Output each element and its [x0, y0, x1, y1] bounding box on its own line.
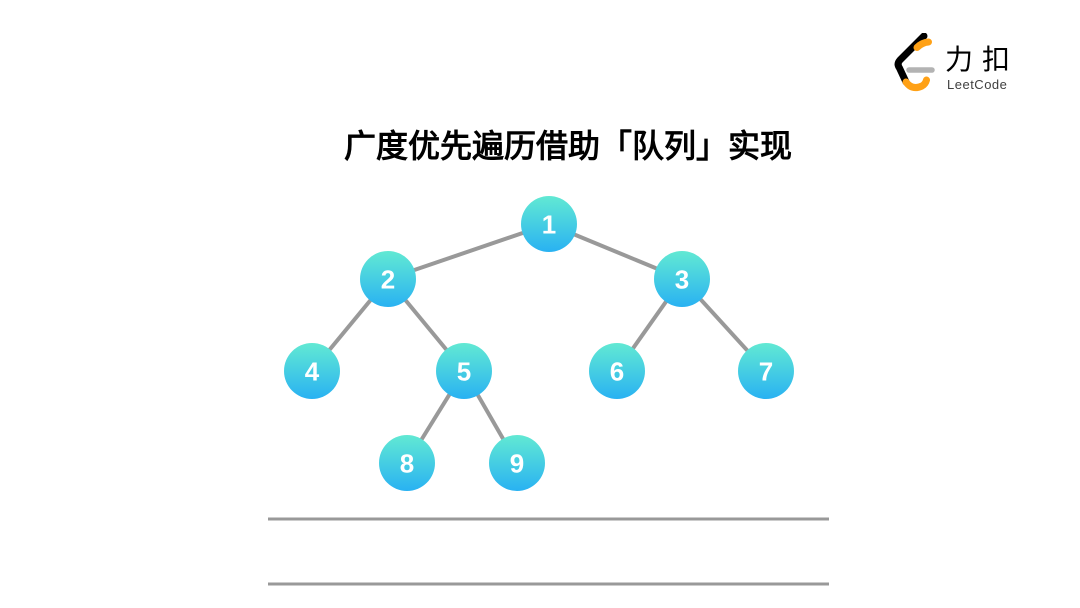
- tree-node-4: [284, 343, 340, 399]
- leetcode-logo: 力扣 LeetCode: [892, 33, 1062, 95]
- brand-name-english: LeetCode: [947, 77, 1008, 92]
- tree-node-label-2: 2: [381, 264, 395, 294]
- tree-node-label-6: 6: [610, 356, 624, 386]
- tree-node-9: [489, 435, 545, 491]
- tree-node-label-3: 3: [675, 264, 689, 294]
- brand-name-chinese: 力扣: [945, 44, 1020, 75]
- tree-node-label-7: 7: [759, 356, 773, 386]
- tree-node-5: [436, 343, 492, 399]
- slide-title: 广度优先遍历借助「队列」实现: [343, 128, 793, 164]
- tree-node-label-8: 8: [400, 448, 414, 478]
- tree-node-8: [379, 435, 435, 491]
- tree-node-3: [654, 251, 710, 307]
- tree-node-2: [360, 251, 416, 307]
- logo-bracket-black-stroke: [894, 33, 928, 86]
- tree-node-1: [521, 196, 577, 252]
- logo-bottom-hook-orange-stroke: [902, 76, 930, 92]
- tree-node-label-5: 5: [457, 356, 471, 386]
- tree-node-label-9: 9: [510, 448, 524, 478]
- tree-node-label-1: 1: [542, 209, 556, 239]
- tree-edge-1-2: [387, 222, 550, 281]
- tree-node-6: [589, 343, 645, 399]
- tree-node-label-4: 4: [305, 356, 320, 386]
- logo-top-hook-orange-stroke: [913, 38, 932, 51]
- tree-node-7: [738, 343, 794, 399]
- leetcode-logo-icon: [894, 33, 935, 92]
